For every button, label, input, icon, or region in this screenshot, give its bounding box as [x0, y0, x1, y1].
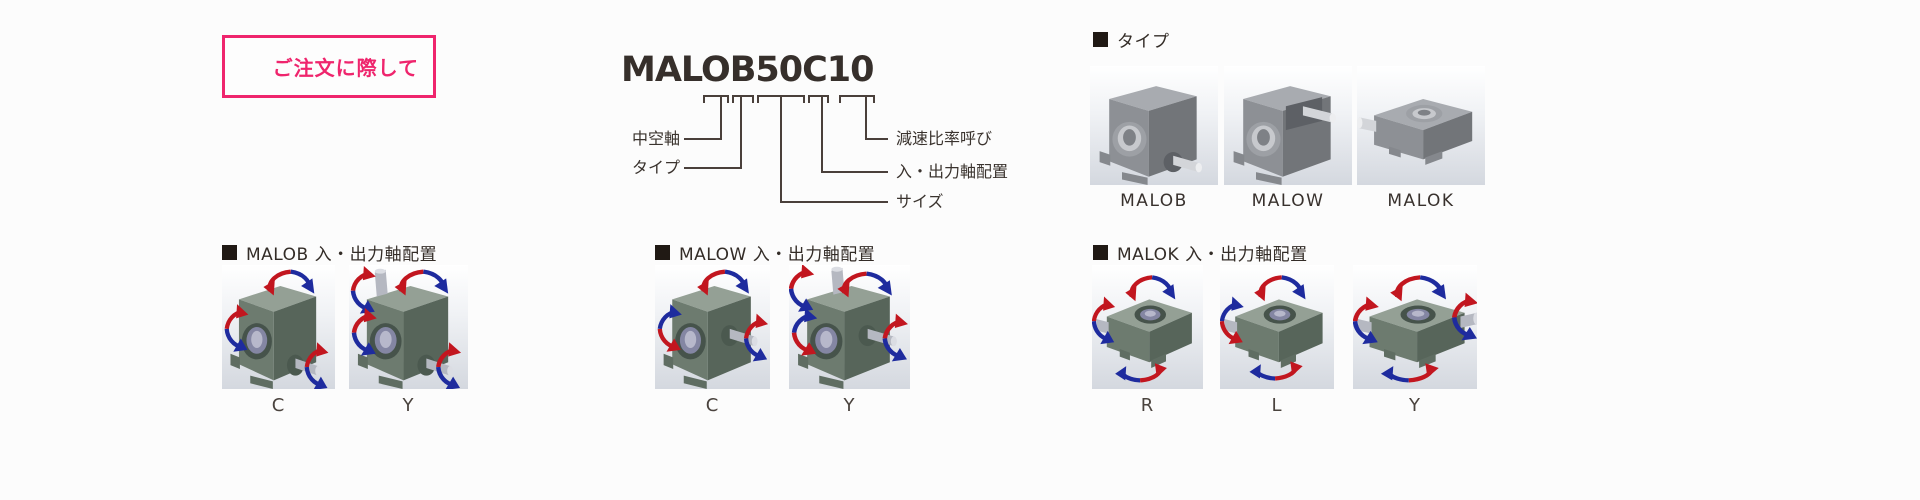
- malow-arrangement-title: MALOW 入・出力軸配置: [679, 245, 876, 265]
- gearbox-body: [1369, 299, 1465, 369]
- type-section-header: タイプ: [1093, 27, 1170, 52]
- section-marker-icon: [222, 245, 237, 260]
- variant-tile-malok-r: [1092, 265, 1203, 389]
- malok-arrangement-title: MALOK 入・出力軸配置: [1117, 245, 1308, 265]
- gearbox-malob-c-image: [222, 265, 335, 389]
- gearbox-malow-c-image: [655, 265, 770, 389]
- gearbox-body: [1374, 98, 1473, 165]
- callout-size-label: サイズ: [896, 192, 944, 211]
- gearbox-malok-image: [1357, 98, 1473, 165]
- product-tile-malob: [1090, 66, 1218, 185]
- callout-io-arrangement-label: 入・出力軸配置: [896, 162, 1009, 181]
- malow-arrangement-header: MALOW 入・出力軸配置: [655, 240, 875, 265]
- rotation-arrows-icon: [1249, 361, 1302, 378]
- malok-arrangement-header: MALOK 入・出力軸配置: [1093, 240, 1308, 265]
- model-code: MALOB50C10: [621, 50, 874, 90]
- model-code-diagram-lines: [684, 95, 888, 203]
- variant-label-malob-c: C: [271, 395, 286, 416]
- input-shaft: [374, 268, 388, 297]
- product-label-malok: MALOK: [1387, 191, 1455, 211]
- gearbox-malok-r-image: [1092, 265, 1192, 389]
- malob-arrangement-header: MALOB 入・出力軸配置: [222, 240, 437, 265]
- gearbox-malob-y-image: [349, 265, 468, 389]
- section-marker-icon: [1093, 32, 1108, 47]
- order-note-box: ご注文に際して: [222, 35, 436, 98]
- gearbox-malow-y-image: [789, 265, 910, 389]
- variant-tile-malok-y: [1353, 265, 1477, 389]
- callout-type-label: タイプ: [631, 158, 680, 177]
- variant-label-malow-c: C: [705, 395, 720, 416]
- gearbox-malow-image: [1233, 86, 1336, 185]
- rotation-arrows-icon: [1115, 363, 1167, 380]
- rotation-arrows-icon: [1381, 363, 1439, 380]
- gearbox-malob-image: [1099, 86, 1202, 185]
- variant-label-malok-y: Y: [1409, 395, 1421, 416]
- variant-tile-malow-c: [655, 265, 770, 389]
- gearbox-body: [230, 285, 317, 389]
- rotation-arrows-icon: [1390, 277, 1446, 301]
- variant-tile-malob-c: [222, 265, 335, 389]
- product-label-malob: MALOB: [1120, 191, 1188, 211]
- callout-ratio-label: 減速比率呼び: [896, 129, 993, 148]
- malob-arrangement-title: MALOB 入・出力軸配置: [246, 245, 438, 265]
- type-section-title: タイプ: [1117, 32, 1170, 52]
- rotation-arrows-icon: [1254, 277, 1305, 301]
- variant-label-malok-l: L: [1271, 395, 1283, 416]
- gearbox-body: [1106, 299, 1192, 369]
- gearbox-malok-l-image: [1220, 265, 1323, 389]
- variant-tile-malow-y: [789, 265, 910, 389]
- gearbox-body: [1099, 86, 1197, 185]
- section-marker-icon: [1093, 245, 1108, 260]
- gearbox-body: [1235, 299, 1323, 369]
- output-shaft: [1357, 117, 1377, 132]
- callout-hollow-shaft-label: 中空軸: [631, 129, 680, 148]
- order-note-label: ご注文に際して: [272, 56, 419, 80]
- gearbox-body: [357, 285, 449, 389]
- variant-tile-malob-y: [349, 265, 468, 389]
- variant-label-malow-y: Y: [843, 395, 856, 416]
- variant-label-malob-y: Y: [402, 395, 415, 416]
- product-label-malow: MALOW: [1251, 191, 1325, 211]
- gearbox-malok-y-image: [1353, 265, 1477, 389]
- section-marker-icon: [655, 245, 670, 260]
- product-tile-malow: [1224, 66, 1352, 185]
- variant-tile-malok-l: [1220, 265, 1334, 389]
- rotation-arrows-icon: [1125, 277, 1175, 301]
- product-tile-malok: [1357, 66, 1485, 185]
- variant-label-malok-r: R: [1140, 395, 1155, 416]
